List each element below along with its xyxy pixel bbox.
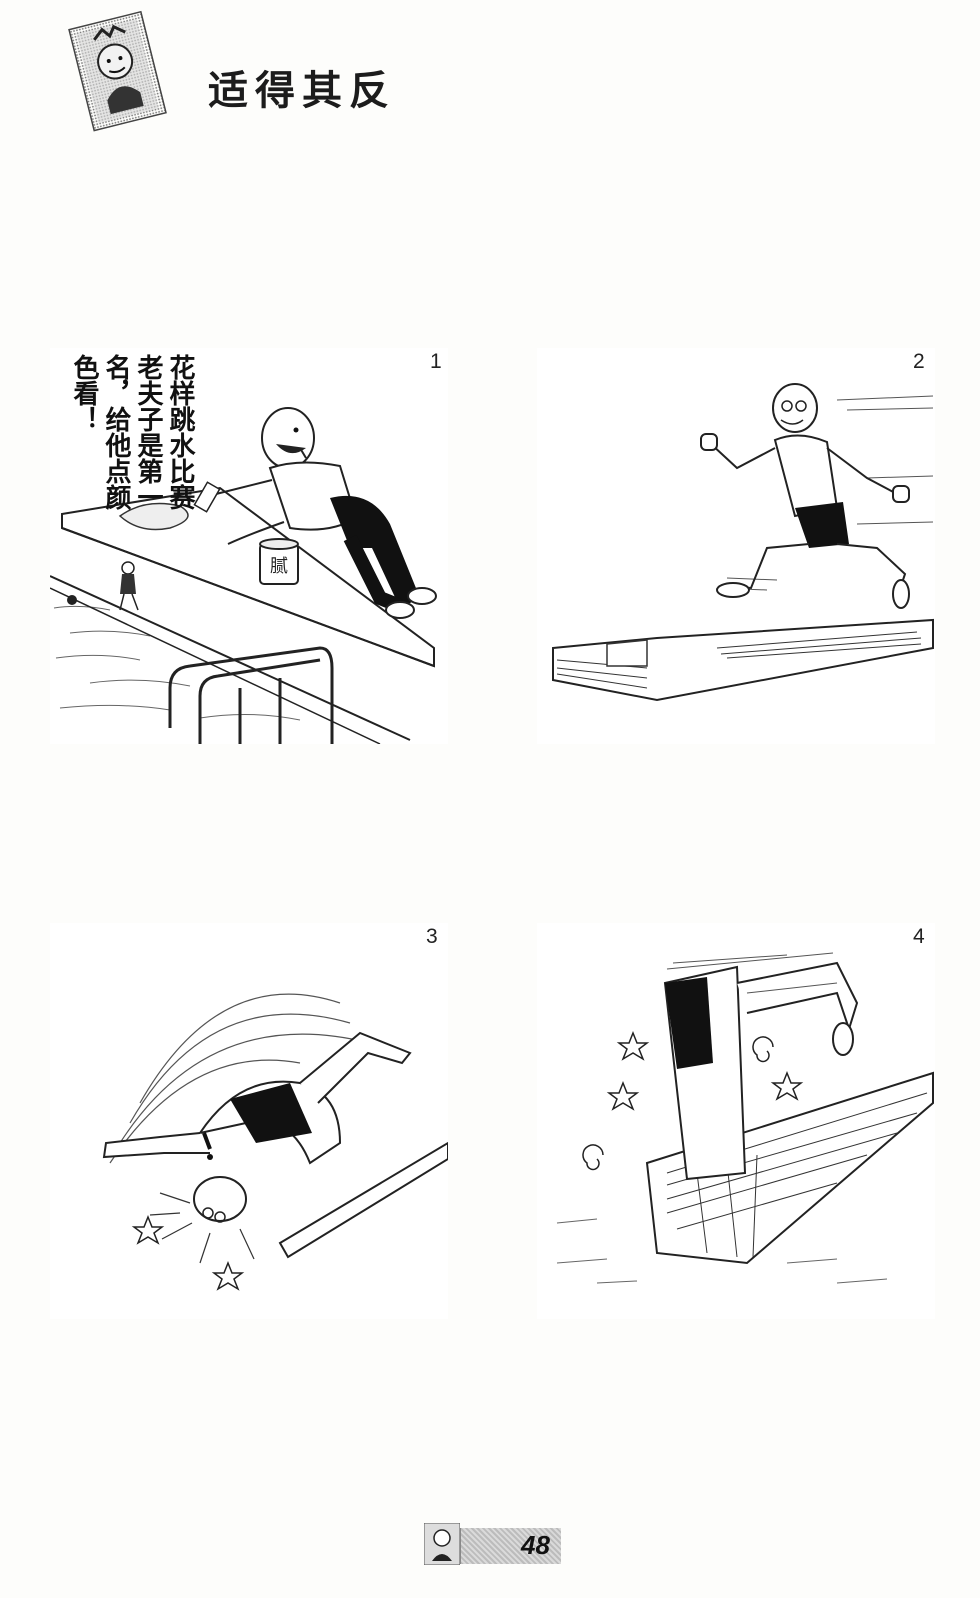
panel-1-art: 腻 <box>50 407 437 744</box>
comic-panel-3: 3 <box>50 923 448 1319</box>
speech-text: 花样跳水比赛老夫子是第一名，给他点颜色看！ <box>69 354 195 510</box>
panel-number: 1 <box>430 350 442 373</box>
page-number-badge: 48 <box>422 1520 562 1568</box>
panel-number: 3 <box>426 925 438 948</box>
panel-2-art <box>552 383 934 702</box>
page-number-bar: 48 <box>460 1528 561 1564</box>
panel-number: 2 <box>913 350 925 373</box>
page-title: 适得其反 <box>208 68 396 114</box>
page-number: 48 <box>521 1530 550 1560</box>
can-label: 腻 <box>270 556 288 577</box>
cartoon-portrait-icon <box>68 10 167 132</box>
comic-panel-2: 2 <box>537 348 935 744</box>
cartoon-face-icon <box>424 1523 460 1565</box>
comic-panel-4: 4 <box>537 923 935 1319</box>
panel-4-art <box>556 952 934 1284</box>
comic-panel-1: 腻 花样跳水比赛老夫子是第一名，给他点颜色看！ 1 <box>50 348 448 744</box>
panel-3-art <box>102 993 448 1291</box>
panel-number: 4 <box>913 925 925 948</box>
